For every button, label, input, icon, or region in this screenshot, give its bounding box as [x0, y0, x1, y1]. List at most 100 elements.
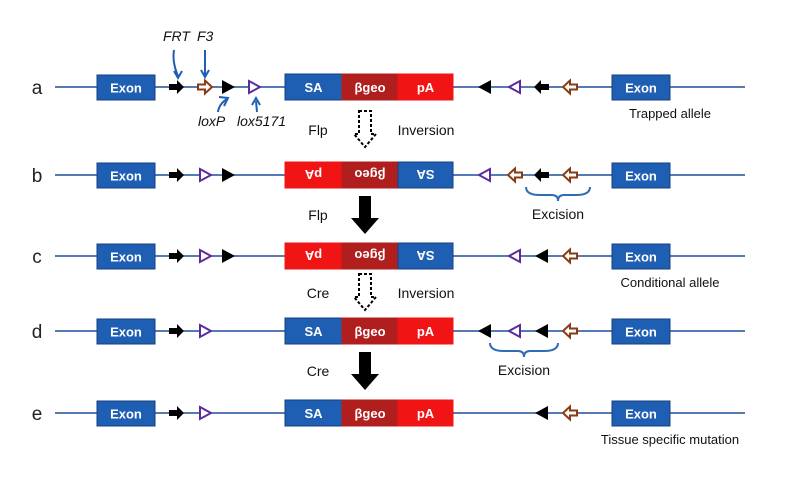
allele-note: Conditional allele	[620, 275, 719, 290]
exon-right-label: Exon	[625, 407, 657, 422]
f3-site-icon	[561, 322, 578, 340]
cassette-bgeo: βgeo	[341, 317, 399, 345]
cassette-pa: pA	[397, 399, 454, 427]
row-label: d	[32, 322, 43, 343]
loxp-site-icon	[535, 249, 548, 263]
lox5171-site-icon	[199, 405, 214, 421]
exon-left-label: Exon	[110, 169, 142, 184]
cassette-sa-label: SA	[416, 248, 435, 263]
loxp-callout-arrow	[217, 98, 228, 113]
f3-site-icon	[561, 404, 578, 422]
cassette-bgeo-label: βgeo	[354, 167, 385, 182]
solid-excision-arrow	[351, 352, 379, 390]
exon-left: Exon	[96, 243, 156, 270]
allele-row-b: b Exon Exon pA βgeo SA	[32, 161, 745, 189]
f3-site-icon	[506, 166, 523, 184]
cassette-pa-label: pA	[417, 80, 435, 95]
lox5171-callout-label: lox5171	[237, 113, 286, 129]
exon-right: Exon	[611, 162, 671, 189]
excision-label: Excision	[532, 206, 584, 222]
exon-left: Exon	[96, 74, 156, 101]
exon-right: Exon	[611, 243, 671, 270]
recombinase-label: Cre	[307, 363, 330, 379]
cassette-sa-label: SA	[304, 324, 323, 339]
cassette-pa: pA	[397, 317, 454, 345]
cassette-pa-label: pA	[417, 406, 435, 421]
cassette-sa: SA	[397, 161, 454, 189]
frt-site-icon	[169, 324, 184, 338]
cassette-pa: pA	[284, 242, 343, 270]
lox5171-site-icon	[199, 248, 214, 264]
lox5171-site-icon	[199, 323, 214, 339]
step-action-label: Inversion	[398, 122, 455, 138]
lox5171-site-icon	[476, 167, 491, 183]
loxp-callout-label: loxP	[198, 113, 226, 129]
cassette-bgeo: βgeo	[341, 73, 399, 101]
frt-site-icon	[534, 80, 549, 94]
frt-site-icon	[534, 168, 549, 182]
lox5171-site-icon	[506, 79, 521, 95]
gene-trap-cassette: SA βgeo pA	[284, 73, 454, 101]
exon-right-label: Exon	[625, 325, 657, 340]
exon-left: Exon	[96, 162, 156, 189]
recombinase-label: Flp	[308, 207, 328, 223]
exon-right-label: Exon	[625, 250, 657, 265]
f3-site-icon	[561, 247, 578, 265]
row-label: b	[32, 166, 43, 187]
cassette-bgeo: βgeo	[341, 399, 399, 427]
exon-right-label: Exon	[625, 169, 657, 184]
cassette-pa-label: pA	[417, 324, 435, 339]
cassette-sa: SA	[284, 317, 343, 345]
recombinase-label: Cre	[307, 285, 330, 301]
allele-row-d: d Exon Exon SA βgeo pA	[32, 317, 745, 345]
loxp-site-icon	[222, 80, 235, 94]
gene-trap-cassette: SA βgeo pA	[284, 317, 454, 345]
step-action-label: Inversion	[398, 285, 455, 301]
cassette-bgeo-label: βgeo	[354, 406, 385, 421]
lox5171-site-icon	[506, 248, 521, 264]
loxp-site-icon	[222, 249, 235, 263]
f3-site-icon	[561, 78, 578, 96]
exon-left: Exon	[96, 318, 156, 345]
exon-right: Exon	[611, 318, 671, 345]
cassette-sa-label: SA	[416, 167, 435, 182]
step-2: Flp	[308, 196, 379, 234]
exon-left-label: Exon	[110, 250, 142, 265]
cassette-bgeo: βgeo	[341, 161, 399, 189]
exon-left-label: Exon	[110, 81, 142, 96]
exon-left: Exon	[96, 400, 156, 427]
frt-site-icon	[169, 80, 184, 94]
row-label: a	[32, 78, 43, 99]
frt-callout-label: FRT	[163, 28, 191, 44]
cassette-pa-label: pA	[304, 248, 322, 263]
cassette-sa-label: SA	[304, 406, 323, 421]
frt-site-icon	[169, 249, 184, 263]
cassette-sa: SA	[284, 73, 343, 101]
cassette-sa-label: SA	[304, 80, 323, 95]
step-1: Flp Inversion	[308, 110, 455, 149]
exon-right-label: Exon	[625, 81, 657, 96]
cassette-bgeo-label: βgeo	[354, 248, 385, 263]
lox5171-site-icon	[506, 323, 521, 339]
recombinase-label: Flp	[308, 122, 328, 138]
lox5171-callout-arrow	[255, 100, 258, 113]
dashed-inversion-arrow	[351, 273, 379, 312]
cassette-pa-label: pA	[304, 167, 322, 182]
loxp-site-icon	[535, 324, 548, 338]
cassette-sa: SA	[284, 399, 343, 427]
cassette-bgeo-label: βgeo	[354, 80, 385, 95]
allele-row-c: c Exon Exon pA βgeo SA Conditional allele	[32, 242, 745, 290]
exon-right: Exon	[611, 74, 671, 101]
dashed-inversion-arrow	[351, 110, 379, 149]
row-label: c	[32, 247, 42, 268]
frt-site-icon	[169, 406, 184, 420]
site-callouts: FRT F3 loxP lox5171	[163, 28, 286, 129]
gene-trap-cassette: pA βgeo SA	[284, 161, 454, 189]
cassette-bgeo-label: βgeo	[354, 324, 385, 339]
exon-right: Exon	[611, 400, 671, 427]
step-3: Cre Inversion	[307, 273, 455, 312]
step-4: Cre	[307, 352, 379, 390]
